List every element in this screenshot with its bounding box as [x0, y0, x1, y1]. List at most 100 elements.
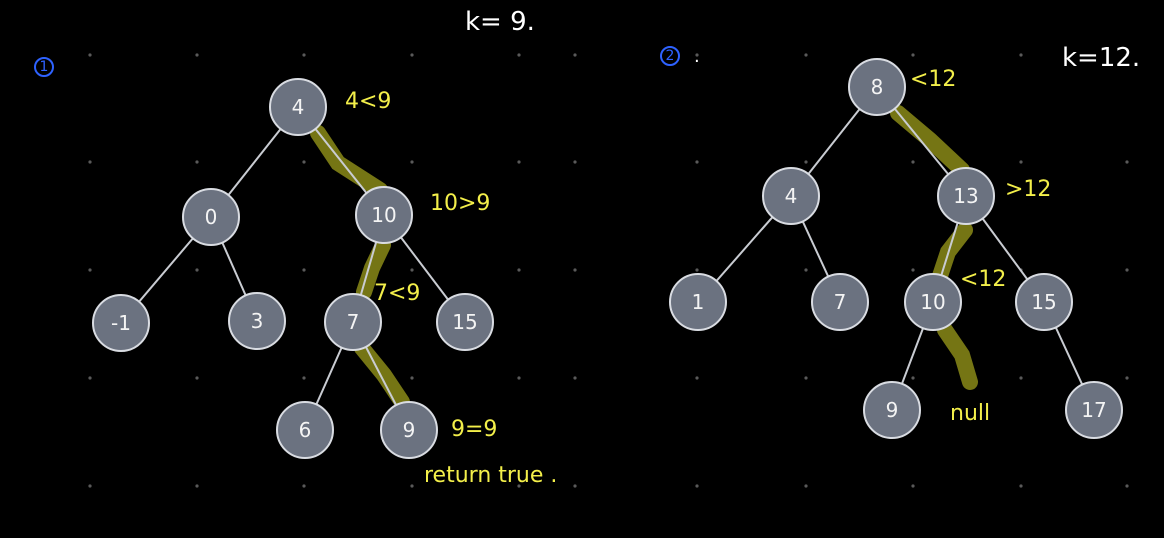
grid-dot	[911, 376, 915, 380]
grid-dot	[302, 376, 306, 380]
grid-dot	[410, 268, 414, 272]
svg-text:15: 15	[452, 310, 477, 334]
svg-text:10: 10	[920, 290, 945, 314]
grid-dot	[695, 268, 699, 272]
grid-dot	[88, 484, 92, 488]
grid-dot	[804, 268, 808, 272]
grid-dot	[302, 160, 306, 164]
annotation: 7<9	[374, 281, 420, 306]
tree-node: 15	[436, 293, 494, 351]
grid-dot	[911, 484, 915, 488]
grid-dot	[517, 160, 521, 164]
grid-dot	[410, 484, 414, 488]
tree-node: 1	[669, 273, 727, 331]
grid-dot	[1019, 484, 1023, 488]
grid-dot	[695, 376, 699, 380]
grid-dot	[804, 376, 808, 380]
grid-dots	[88, 53, 1129, 488]
grid-dot	[1125, 484, 1129, 488]
grid-dot	[302, 484, 306, 488]
svg-text:4: 4	[785, 184, 798, 208]
grid-dot	[804, 484, 808, 488]
svg-text:9: 9	[403, 418, 416, 442]
grid-dot	[695, 160, 699, 164]
tree-node: 6	[276, 401, 334, 459]
grid-dot	[573, 53, 577, 57]
grid-dot	[88, 160, 92, 164]
grid-dot	[1019, 53, 1023, 57]
grid-dot	[517, 268, 521, 272]
panel-1-k-label: k= 9.	[465, 7, 535, 37]
grid-dot	[1125, 160, 1129, 164]
tree-node: 9	[863, 381, 921, 439]
grid-dot	[195, 484, 199, 488]
tree-node: 3	[228, 292, 286, 350]
tree-node: 15	[1015, 273, 1073, 331]
panel-1-number-circle	[34, 57, 54, 77]
svg-text:0: 0	[205, 205, 218, 229]
search-path-highlight-2a	[890, 105, 970, 178]
annotation: null	[950, 401, 990, 426]
panel-2-label-suffix: .	[694, 46, 700, 67]
svg-text:9: 9	[886, 398, 899, 422]
svg-text:15: 15	[1031, 290, 1056, 314]
grid-dot	[911, 53, 915, 57]
svg-text:13: 13	[953, 184, 978, 208]
grid-dot	[517, 484, 521, 488]
search-path-highlight-1b	[356, 237, 391, 300]
panel-2-number: 2	[666, 48, 675, 64]
grid-dot	[410, 376, 414, 380]
svg-text:1: 1	[692, 290, 705, 314]
svg-text:10: 10	[371, 203, 396, 227]
svg-text:17: 17	[1081, 398, 1106, 422]
annotation: 10>9	[430, 191, 490, 216]
grid-dot	[195, 53, 199, 57]
tree-node: 0	[182, 188, 240, 246]
annotation: <12	[960, 267, 1006, 292]
grid-dot	[1019, 160, 1023, 164]
tree-node: -1	[92, 294, 150, 352]
grid-dot	[1125, 376, 1129, 380]
search-path-highlight-2c	[937, 322, 978, 390]
tree-node: 7	[811, 273, 869, 331]
annotation: <12	[910, 67, 956, 92]
panel-1: 1 k= 9. 4 0 10 -1 3 7 15 6 9 4<9 10>9 7<…	[34, 7, 557, 488]
grid-dot	[695, 53, 699, 57]
grid-dot	[804, 160, 808, 164]
svg-text:8: 8	[871, 75, 884, 99]
grid-dot	[302, 268, 306, 272]
panel-1-number: 1	[40, 59, 49, 75]
svg-text:7: 7	[347, 310, 360, 334]
grid-dot	[517, 376, 521, 380]
annotation: >12	[1005, 177, 1051, 202]
grid-dot	[410, 53, 414, 57]
tree-node: 4	[269, 78, 327, 136]
svg-text:3: 3	[251, 309, 264, 333]
grid-dot	[573, 484, 577, 488]
svg-text:4: 4	[292, 95, 305, 119]
svg-text:-1: -1	[111, 311, 131, 335]
grid-dot	[88, 268, 92, 272]
tree-node: 10	[355, 186, 413, 244]
grid-dot	[517, 53, 521, 57]
panel-2-k-label: k=12.	[1062, 43, 1140, 73]
svg-text:7: 7	[834, 290, 847, 314]
tree-node: 4	[762, 167, 820, 225]
tree-node: 8	[848, 58, 906, 116]
grid-dot	[1019, 376, 1023, 380]
grid-dot	[573, 160, 577, 164]
search-path-highlight-1a	[310, 125, 388, 198]
svg-text:6: 6	[299, 418, 312, 442]
annotation: 9=9	[451, 417, 497, 442]
grid-dot	[911, 268, 915, 272]
panel-2-number-circle	[660, 46, 680, 66]
grid-dot	[195, 268, 199, 272]
tree-node: 9	[380, 401, 438, 459]
annotation: 4<9	[345, 89, 391, 114]
tree-node: 13	[937, 167, 995, 225]
grid-dot	[804, 53, 808, 57]
tree-node: 7	[324, 293, 382, 351]
grid-dot	[573, 376, 577, 380]
